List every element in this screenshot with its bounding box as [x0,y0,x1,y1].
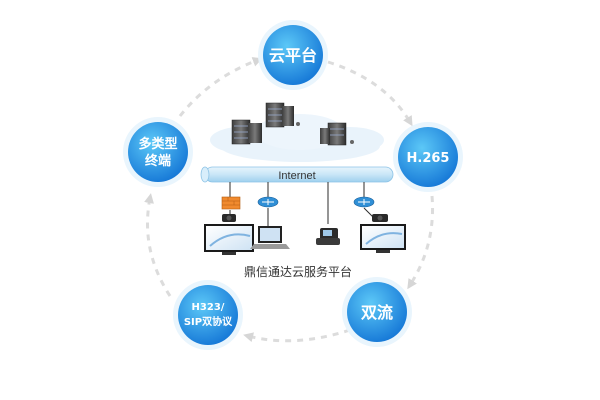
cycle-arrows [144,57,434,343]
server-rack-right [320,122,354,146]
node-protocols-label-line2: SIP双协议 [184,315,233,328]
internet-label: Internet [278,170,315,182]
arrow-h265-to-dualstream [407,195,434,290]
server-rack-icon [231,102,354,146]
node-terminals: 多类型 终端 [123,117,193,187]
node-protocols-label-line1: H323/ [192,302,225,313]
node-protocols: H323/ SIP双协议 [173,280,243,350]
arrow-terminals-to-cloud [178,57,263,117]
video-conference-tv-icon [360,214,406,253]
node-dual-stream-label: 双流 [361,303,393,322]
laptop-icon [250,226,290,249]
router-icon [353,196,375,208]
server-rack-left [231,119,262,145]
server-rack-center [265,102,300,128]
platform-caption: 鼎信通达云服务平台 [244,264,352,279]
firewall-icon [221,196,241,210]
arrow-dualstream-to-protocols [243,328,351,343]
video-conference-tv-icon [204,214,254,255]
node-terminals-label-line2: 终端 [145,153,171,169]
node-h265-label: H.265 [407,151,450,166]
node-dual-stream: 双流 [342,277,412,347]
node-cloud-platform: 云平台 [258,20,328,90]
router-icon [257,196,279,208]
internet-pipe: Internet [200,166,394,183]
ip-phone-icon [316,228,340,245]
arrow-cloud-to-h265 [327,60,413,127]
node-terminals-label-line1: 多类型 [138,136,177,152]
connection-lines [229,182,377,226]
node-cloud-platform-label: 云平台 [269,46,317,65]
node-h265: H.265 [393,122,463,192]
arrow-protocols-to-terminals [144,193,172,297]
